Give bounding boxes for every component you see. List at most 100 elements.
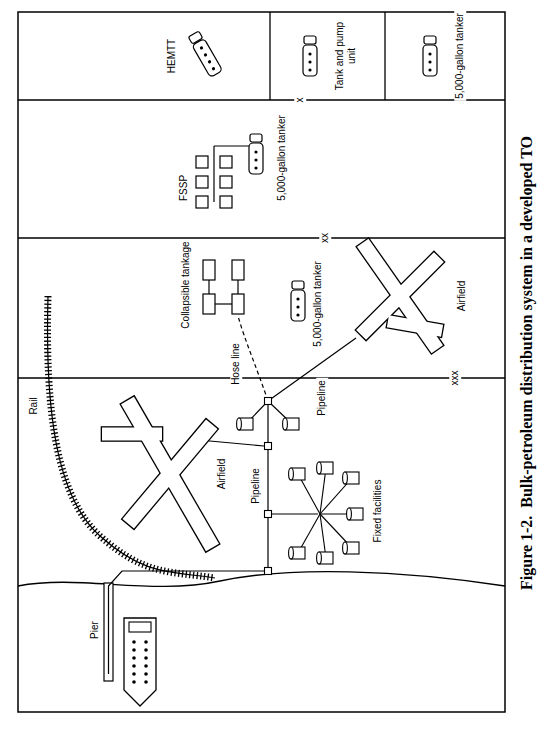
- label: HEMTT: [166, 37, 178, 75]
- boundary-line: [18, 377, 505, 378]
- vehicle-symbol: [203, 53, 207, 57]
- airfield-symbol: [356, 252, 444, 340]
- pipeline: [268, 513, 318, 514]
- vehicle-symbol: [292, 281, 304, 289]
- airfield-symbol: [387, 315, 443, 336]
- boundary-line: [18, 12, 505, 378]
- frame: [18, 12, 505, 712]
- vehicle-symbol: [304, 36, 316, 44]
- boundary-line: [384, 12, 385, 100]
- storage-tank: [343, 472, 359, 484]
- storage-tank: [320, 468, 326, 514]
- fssp-tanks: [220, 196, 232, 208]
- vehicle-symbol: [250, 134, 262, 142]
- storage-tank: [289, 462, 363, 564]
- label: 5,000-gallon tanker: [454, 11, 466, 101]
- label: Hose line: [230, 341, 242, 387]
- fssp-tanks: [196, 146, 249, 208]
- ship-cargo-tanks: [144, 648, 148, 652]
- storage-tank: [289, 468, 305, 480]
- boundary-line: [18, 237, 505, 238]
- fssp-tanks: [196, 156, 208, 168]
- collapsible-tankage: [208, 280, 209, 294]
- vehicle-symbol: [423, 45, 437, 76]
- label: FSSP: [178, 173, 190, 203]
- storage-tank: [317, 552, 322, 564]
- collapsible-tankage: [237, 280, 238, 294]
- airfield-symbol: [356, 239, 444, 354]
- pipeline-junction: [265, 511, 272, 518]
- fssp-tanks: [220, 176, 232, 188]
- ship-cargo-tanks: [144, 640, 148, 644]
- label: Pipeline: [316, 378, 328, 418]
- ship-cargo-tanks: [132, 640, 136, 644]
- storage-tank: [283, 418, 288, 430]
- collapsible-tankage: [215, 303, 232, 304]
- ship-cargo-tanks: [144, 664, 148, 668]
- airfield-symbol: [121, 397, 219, 552]
- vehicle-symbol: [187, 31, 222, 78]
- collapsible-tankage: [232, 294, 244, 314]
- storage-tank: [343, 542, 348, 554]
- collapsible-tankage: [232, 260, 244, 280]
- vehicle-symbol: [249, 143, 263, 174]
- tanker-ship: [124, 618, 156, 706]
- vehicle-symbol: [428, 52, 431, 55]
- ship-cargo-tanks: [132, 680, 136, 684]
- label: Rail: [28, 395, 40, 416]
- airfield-symbol: [102, 397, 219, 552]
- ship-cargo-tanks: [132, 672, 136, 676]
- storage-tank: [237, 418, 253, 430]
- collapsible-tankage: [203, 260, 215, 280]
- storage-tank: [289, 547, 294, 559]
- label: xxx: [449, 369, 461, 388]
- pipeline-junction: [265, 398, 272, 405]
- storage-tank: [317, 462, 322, 474]
- pipeline-junction: [265, 398, 272, 575]
- vehicle-symbol: [211, 67, 215, 71]
- label: Collapsible tankage: [180, 239, 192, 330]
- vehicle-symbol: [296, 305, 299, 308]
- label: 5,000-gallon tanker: [276, 113, 288, 203]
- pipeline-junction: [265, 443, 272, 450]
- storage-tank: [347, 508, 363, 520]
- airfield-symbol: [102, 428, 162, 441]
- fssp-tanks: [196, 176, 208, 188]
- label: Tank and pump unit: [334, 14, 357, 98]
- vehicle-symbol: [424, 36, 436, 44]
- vehicle-symbol: [207, 60, 211, 64]
- vehicle-symbol: [303, 45, 317, 76]
- label: Pipeline: [250, 466, 262, 506]
- storage-tank: [317, 552, 333, 564]
- pipeline: [109, 338, 357, 674]
- storage-tank: [343, 542, 359, 554]
- fssp-tanks: [214, 145, 249, 146]
- vehicle-symbol: [303, 36, 317, 76]
- vehicle-symbol: [308, 52, 311, 55]
- airfield-symbol: [356, 252, 444, 340]
- label: Fixed facilities: [372, 478, 384, 545]
- vehicle-symbol: [188, 31, 202, 44]
- airfield-symbol: [121, 397, 219, 552]
- fssp-tanks: [213, 146, 214, 202]
- label: 5,000-gallon tanker: [312, 259, 324, 349]
- vehicle-symbol: [254, 158, 257, 161]
- storage-tank: [289, 468, 294, 480]
- ship-cargo-tanks: [144, 656, 148, 660]
- vehicle-symbol: [308, 60, 311, 63]
- vehicle-symbol: [428, 68, 431, 71]
- label: x: [294, 96, 306, 105]
- airfield-symbol: [357, 239, 443, 354]
- coastline: [18, 572, 505, 587]
- vehicle-symbol: [254, 150, 257, 153]
- hose-line: [238, 316, 268, 401]
- ship-cargo-tanks: [132, 648, 136, 652]
- ship-cargo-tanks: [132, 640, 148, 684]
- airfield-symbol: [357, 239, 443, 354]
- storage-tank: [237, 418, 242, 430]
- vehicle-symbol: [254, 166, 257, 169]
- ship-cargo-tanks: [132, 656, 136, 660]
